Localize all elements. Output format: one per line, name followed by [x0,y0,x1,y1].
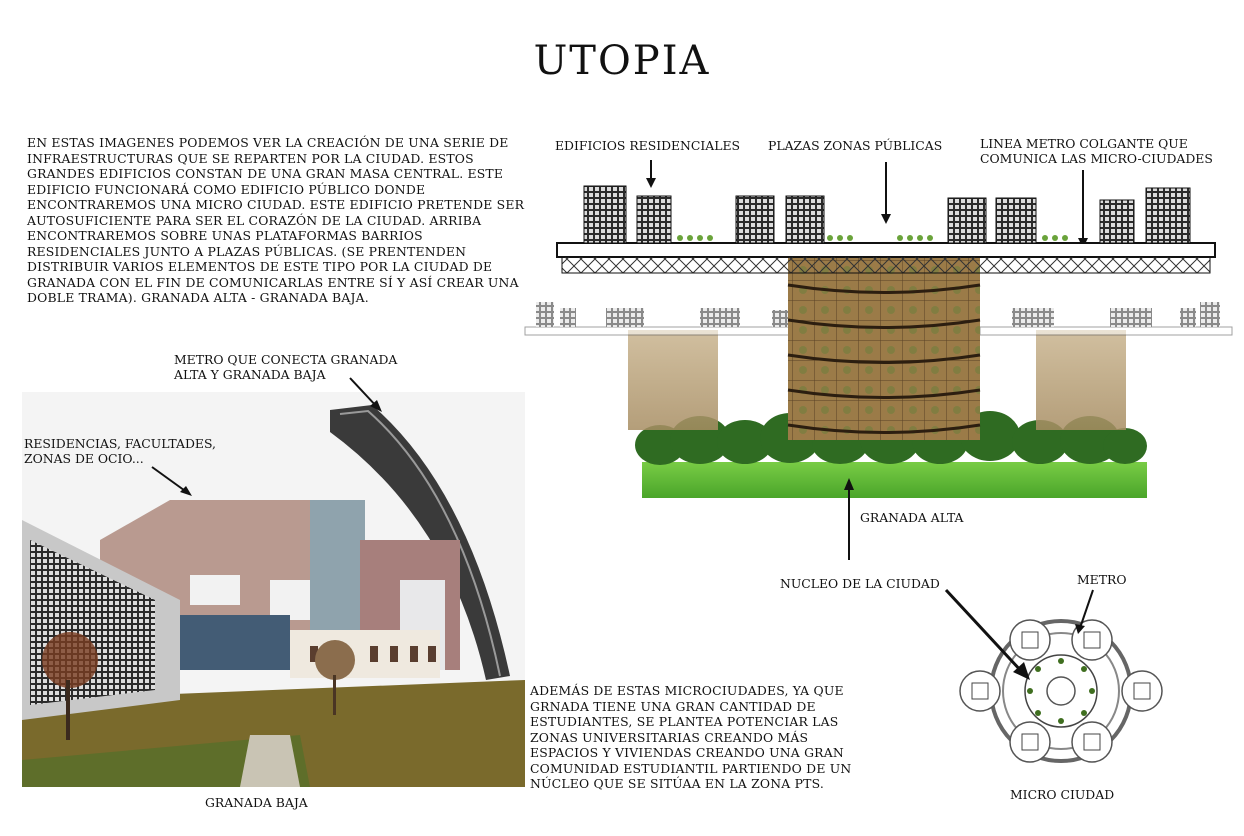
truss-beam [561,256,1211,274]
central-tower [787,250,981,440]
label-residences-1: RESIDENCIAS, FACULTADES, [24,436,216,451]
main-platform [556,242,1216,258]
label-metro: METRO [1077,572,1127,587]
intro-paragraph: EN ESTAS IMAGENES PODEMOS VER LA CREACIÓ… [27,135,525,305]
plaza-greenery [677,235,1068,241]
micro-city-greenery [1027,658,1095,724]
grass-strip [642,462,1147,498]
label-metro-line-1: LINEA METRO COLGANTE QUE [980,136,1188,151]
label-micro-ciudad: MICRO CIUDAD [1010,787,1115,802]
label-nucleo: NUCLEO DE LA CIUDAD [780,576,940,591]
university-paragraph: ADEMÁS DE ESTAS MICROCIUDADES, YA QUE GR… [530,683,852,791]
platform-buildings [583,185,1191,244]
lower-platforms [524,302,1233,336]
label-granada-alta: GRANADA ALTA [860,510,964,525]
campus-photo [22,392,525,787]
label-metro-connect-1: METRO QUE CONECTA GRANADA [174,352,398,367]
arrow-residences [151,466,189,494]
label-granada-baja: GRANADA BAJA [205,795,308,810]
label-metro-connect-2: ALTA Y GRANADA BAJA [174,367,326,382]
arrow-nucleo [944,588,1025,675]
label-public-plazas: PLAZAS ZONAS PÚBLICAS [768,138,943,153]
tower-right [1036,330,1126,430]
label-residential-buildings: EDIFICIOS RESIDENCIALES [555,138,740,153]
micro-city-diagram [959,619,1163,763]
arrow-metro-connect [349,377,379,409]
arrow-metro [1079,589,1094,629]
page-title: UTOPIA [533,38,711,84]
label-residences-2: ZONAS DE OCIO... [24,451,144,466]
label-metro-line-2: COMUNICA LAS MICRO-CIUDADES [980,151,1213,166]
tower-left [628,330,718,430]
